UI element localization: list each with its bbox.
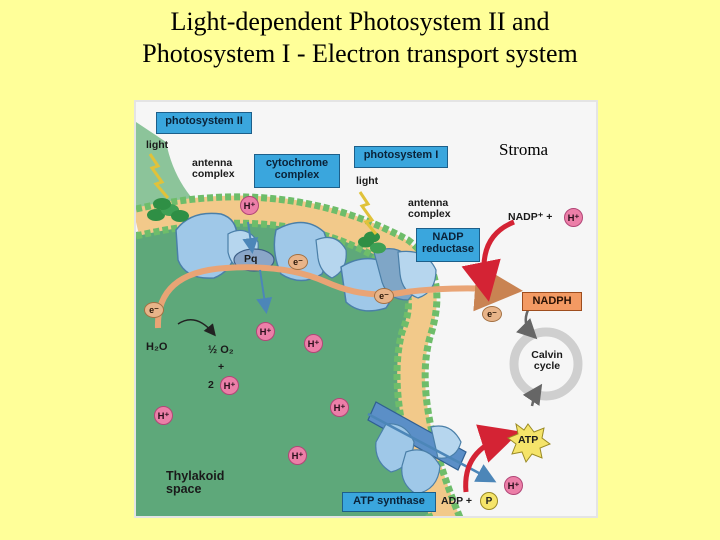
h-plus-ion: H⁺: [330, 398, 349, 417]
antenna-complex-label-1: antenna complex: [192, 157, 235, 180]
h-plus-ion: H⁺: [504, 476, 523, 495]
antenna-chlorophyll-2: [358, 231, 386, 254]
atp-burst: [506, 422, 552, 464]
cytochrome-complex-label: cytochrome complex: [254, 154, 340, 188]
title-line-1: Light-dependent Photosystem II and: [170, 7, 550, 36]
photosynthesis-diagram: photosystem II cytochrome complex photos…: [134, 100, 598, 518]
upper-green-patch: [136, 122, 216, 225]
adp-plus-label: ADP +: [441, 495, 473, 507]
calvin-cycle-ring: [509, 327, 583, 401]
antenna-chlorophyll-1: [147, 198, 189, 222]
light-label-1: light: [146, 139, 169, 151]
stroma-label: Stroma: [499, 140, 549, 159]
proton-flow-atp-synthase: [367, 412, 497, 483]
h-plus-ion: H⁺: [288, 446, 307, 465]
calvin-cycle-label: Calvin cycle: [531, 349, 563, 372]
oxygen-label: ½ O₂: [208, 344, 234, 356]
water-label: H₂O: [146, 341, 168, 353]
h-plus-ion: H⁺: [304, 334, 323, 353]
photosystem-i-label: photosystem I: [354, 146, 448, 168]
h-plus-ion: H⁺: [256, 322, 275, 341]
title-line-2: Photosystem I - Electron transport syste…: [142, 39, 578, 68]
light-label-2: light: [356, 175, 379, 187]
nadp-reductase-label: NADP reductase: [416, 228, 480, 262]
diagram-graphics: [136, 122, 583, 516]
atp-formation-arrow: [463, 424, 521, 493]
two-label: 2: [208, 379, 214, 391]
page-title: Light-dependent Photosystem II and Photo…: [0, 6, 720, 70]
phosphate-circle: P: [480, 492, 498, 510]
electron: e⁻: [144, 302, 164, 318]
electron: e⁻: [288, 254, 308, 270]
atp-label: ATP: [518, 434, 539, 446]
antenna-complex-label-2: antenna complex: [408, 197, 451, 220]
electron: e⁻: [482, 306, 502, 322]
photosystem-ii-label: photosystem II: [156, 112, 252, 134]
thylakoid-space-label: Thylakoid space: [166, 469, 225, 496]
atp-synthase-label: ATP synthase: [342, 492, 436, 512]
light-bolt-2: [358, 191, 378, 235]
h-plus-ion: H⁺: [240, 196, 259, 215]
electron: e⁻: [374, 288, 394, 304]
light-bolt-1: [148, 153, 170, 199]
h-plus-ion: H⁺: [154, 406, 173, 425]
electron-flow-arrow: [154, 263, 523, 329]
pq-label: Pq: [244, 253, 258, 265]
h-plus-ion: H⁺: [220, 376, 239, 395]
nadph-label: NADPH: [522, 292, 582, 311]
nadp-reduction-arrow: [461, 219, 515, 302]
plus-label: +: [218, 361, 225, 373]
cytochrome-protein: [273, 221, 329, 282]
nadp-plus-label: NADP⁺ +: [508, 211, 553, 223]
h-plus-ion: H⁺: [564, 208, 583, 227]
